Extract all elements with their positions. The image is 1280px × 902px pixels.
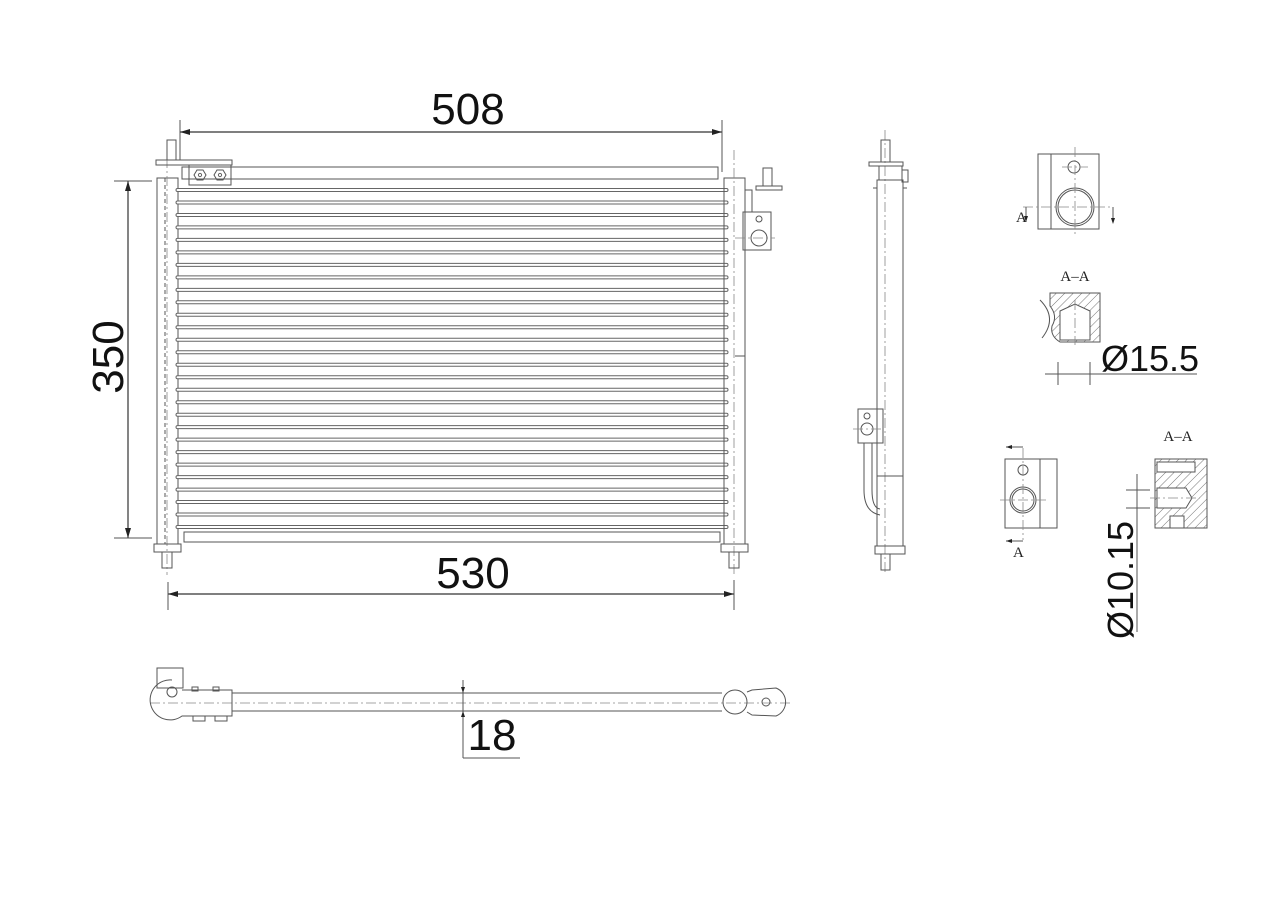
condenser-tube xyxy=(175,462,729,467)
dim-diameter-outlet: Ø10.15 xyxy=(1100,521,1141,639)
dim-height: 350 xyxy=(84,320,133,393)
dimension-d10-15: Ø10.15 xyxy=(1100,474,1150,639)
condenser-tube xyxy=(175,225,729,230)
side-view xyxy=(853,130,909,575)
condenser-tube xyxy=(175,412,729,417)
condenser-tube xyxy=(175,287,729,292)
condenser-tube xyxy=(175,487,729,492)
condenser-tube xyxy=(175,325,729,330)
condenser-tube xyxy=(175,500,729,504)
condenser-tube xyxy=(175,375,729,380)
dimension-508: 508 xyxy=(179,85,723,172)
tube-array xyxy=(175,188,729,529)
section-marker-a: A xyxy=(1016,210,1027,226)
section-label-a-a-2: A–A xyxy=(1163,429,1192,445)
front-view: 508 350 530 xyxy=(84,85,783,610)
section-label-a-a: A–A xyxy=(1060,269,1089,285)
detail-inlet-block: A A–A Ø15.5 xyxy=(1016,147,1199,385)
bottom-view: 18 xyxy=(149,667,790,760)
condenser-tube xyxy=(175,188,729,192)
condenser-tube xyxy=(175,475,729,480)
condenser-tube xyxy=(175,512,729,517)
dim-width-overall: 530 xyxy=(436,549,509,598)
condenser-tube xyxy=(175,437,729,442)
condenser-tube xyxy=(175,250,729,255)
condenser-tube xyxy=(175,362,729,367)
condenser-tube xyxy=(175,275,729,280)
condenser-tube xyxy=(175,300,729,305)
dim-width-core: 508 xyxy=(431,85,504,134)
detail-outlet-block: A A–A Ø10.15 xyxy=(1000,429,1208,639)
dim-diameter-inlet: Ø15.5 xyxy=(1101,338,1199,379)
condenser-tube xyxy=(175,312,729,317)
dimension-350: 350 xyxy=(84,180,152,539)
condenser-tube xyxy=(175,350,729,355)
condenser-tube xyxy=(175,337,729,342)
dimension-d15-5: Ø15.5 xyxy=(1045,338,1199,385)
condenser-tube xyxy=(175,237,729,242)
condenser-tube xyxy=(175,387,729,392)
condenser-tube xyxy=(175,213,729,217)
condenser-tube xyxy=(175,450,729,455)
condenser-tube xyxy=(175,425,729,430)
dimension-530: 530 xyxy=(167,549,735,610)
section-marker-a-2: A xyxy=(1013,545,1024,561)
dimension-18: 18 xyxy=(461,680,520,760)
condenser-tube xyxy=(175,400,729,405)
dim-thickness: 18 xyxy=(468,711,517,760)
condenser-tube xyxy=(175,200,729,205)
condenser-tube xyxy=(175,262,729,267)
condenser-tube xyxy=(175,525,729,529)
